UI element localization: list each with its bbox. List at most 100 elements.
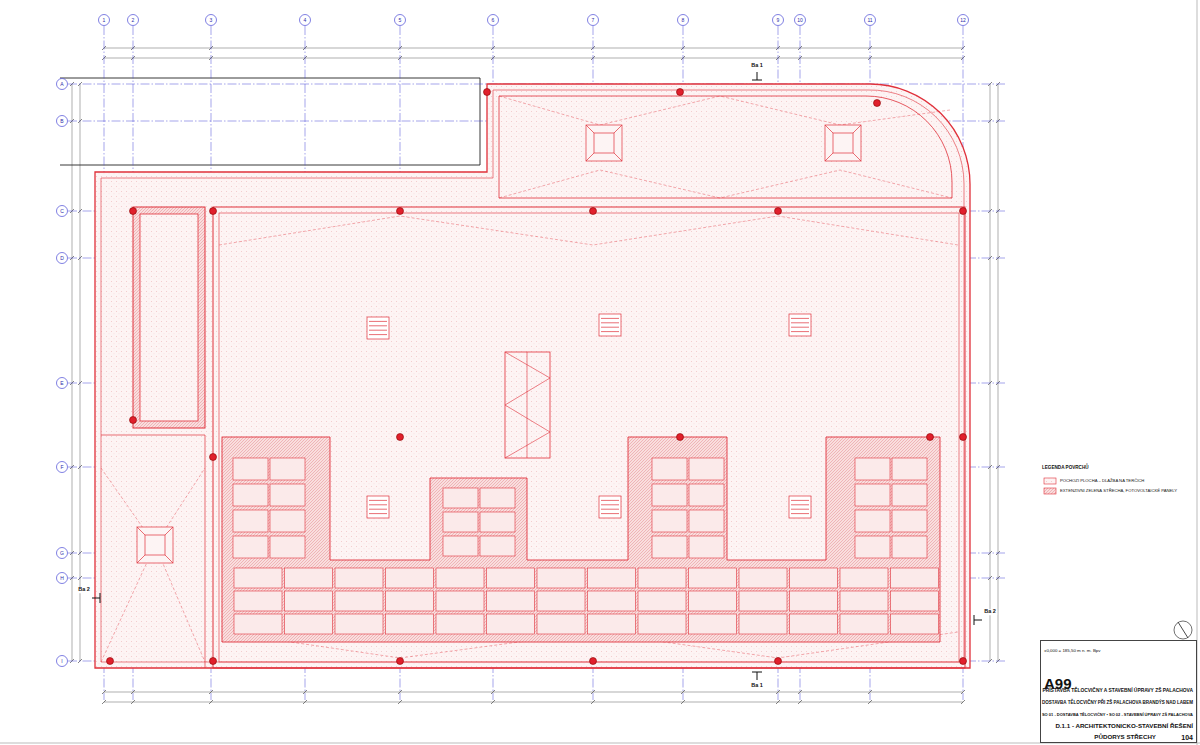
project-title: PŘÍSTAVBA TĚLOCVIČNY A STAVEBNÍ ÚPRAVY Z… — [1042, 689, 1193, 694]
section-mark: Ba 1 — [750, 683, 764, 689]
pv-panel — [790, 591, 838, 611]
pv-panel — [234, 568, 282, 588]
dimension-tick — [868, 700, 872, 704]
grid-label: C — [60, 209, 64, 214]
pv-panel — [335, 614, 383, 634]
section-mark: Ba 2 — [983, 609, 997, 615]
legend-text: POCHOZÍ PLOCHA – DLAŽBA NA TERČÍCH — [1060, 479, 1144, 483]
pv-panel — [891, 614, 939, 634]
vent-slat — [369, 321, 387, 322]
grid-bubble — [395, 15, 406, 26]
dimension-tick — [681, 700, 685, 704]
grid-label: 11 — [867, 18, 872, 23]
pv-panel — [436, 568, 484, 588]
pv-panel — [386, 568, 434, 588]
drawing-number: 104 — [1181, 734, 1193, 741]
vent-slat — [369, 500, 387, 501]
pv-panel — [386, 591, 434, 611]
grid-label: 2 — [132, 18, 135, 23]
part-title: D.1.1 - ARCHITEKTONICKO-STAVEBNÍ ŘEŠENÍ — [1055, 723, 1193, 729]
pv-panel — [840, 591, 888, 611]
grid-bubble — [128, 15, 139, 26]
vent — [789, 314, 811, 336]
grid-label: E — [60, 381, 63, 386]
roof-drain — [397, 208, 404, 215]
grid-label: I — [61, 659, 62, 664]
vent-slat — [369, 513, 387, 514]
pv-panel — [234, 591, 282, 611]
grid-bubble — [99, 15, 110, 26]
vent-slat — [791, 500, 809, 501]
section-mark: Ba 1 — [750, 63, 764, 69]
pv-panel — [638, 591, 686, 611]
roof-drain — [210, 454, 217, 461]
legend-text: EXTENZIVNÍ ZELENÁ STŘECHA, FOTOVOLTAICKÉ… — [1060, 489, 1177, 493]
vent-slat — [369, 504, 387, 505]
grid-bubble — [57, 79, 68, 90]
grid-bubble — [57, 378, 68, 389]
grid-label: F — [60, 465, 63, 470]
vent-slat — [791, 513, 809, 514]
roof-drain — [927, 434, 934, 441]
vent-slat — [601, 509, 619, 510]
roof-drain — [397, 434, 404, 441]
pv-panel — [285, 591, 333, 611]
roof-drain — [210, 208, 217, 215]
roof-drain — [960, 208, 967, 215]
dimension-tick — [131, 700, 135, 704]
pv-panel — [487, 568, 535, 588]
dimension-tick — [102, 700, 106, 704]
grid-bubble — [488, 15, 499, 26]
grid-bubble — [57, 573, 68, 584]
roof-drain — [107, 658, 114, 665]
pv-panel — [840, 568, 888, 588]
roof-drain — [960, 658, 967, 665]
pv-panel — [891, 568, 939, 588]
building-objects: SO 01 - DOSTAVBA TĚLOCVIČNY • SO 02 - ST… — [1042, 713, 1193, 717]
roof-drain — [130, 417, 137, 424]
elevation-note: ±0,000 = 185,50 m n. m. Bpv — [1044, 649, 1100, 653]
pv-panel — [386, 614, 434, 634]
pv-panel — [537, 591, 585, 611]
roof-drain — [210, 658, 217, 665]
vent — [367, 317, 389, 339]
vent-slat — [601, 331, 619, 332]
grid-bubble — [57, 253, 68, 264]
section-mark: Ba 2 — [77, 587, 91, 593]
grid-label: 4 — [304, 18, 307, 23]
legend-swatch — [1044, 488, 1056, 494]
pv-panel — [891, 591, 939, 611]
grid-bubble — [865, 15, 876, 26]
vent-slat — [601, 318, 619, 319]
pv-panel — [234, 614, 282, 634]
vent-slat — [369, 330, 387, 331]
grid-label: D — [60, 256, 64, 261]
vent-slat — [369, 325, 387, 326]
pv-panel — [689, 614, 737, 634]
vent-slat — [791, 327, 809, 328]
roof-drain — [775, 658, 782, 665]
roof-drain — [874, 100, 881, 107]
pv-panel — [537, 568, 585, 588]
grid-bubble — [795, 15, 806, 26]
pv-panel — [588, 591, 636, 611]
grid-bubble — [588, 15, 599, 26]
project-subtitle: DOSTAVBA TĚLOCVIČNY PŘI ZŠ PALACHOVA BRA… — [1042, 701, 1193, 706]
grid-bubble — [57, 462, 68, 473]
pv-panel — [588, 568, 636, 588]
vent-slat — [791, 322, 809, 323]
pv-panel — [537, 614, 585, 634]
dimension-tick — [303, 700, 307, 704]
dimension-tick — [491, 700, 495, 704]
grid-bubble — [958, 15, 969, 26]
grid-label: 9 — [777, 18, 780, 23]
pv-panel — [790, 568, 838, 588]
roof-drain — [590, 208, 597, 215]
pv-panel — [436, 591, 484, 611]
pv-panel — [487, 591, 535, 611]
grid-label: 6 — [492, 18, 495, 23]
dimension-tick — [209, 700, 213, 704]
pv-panel — [739, 614, 787, 634]
dimension-tick — [776, 700, 780, 704]
